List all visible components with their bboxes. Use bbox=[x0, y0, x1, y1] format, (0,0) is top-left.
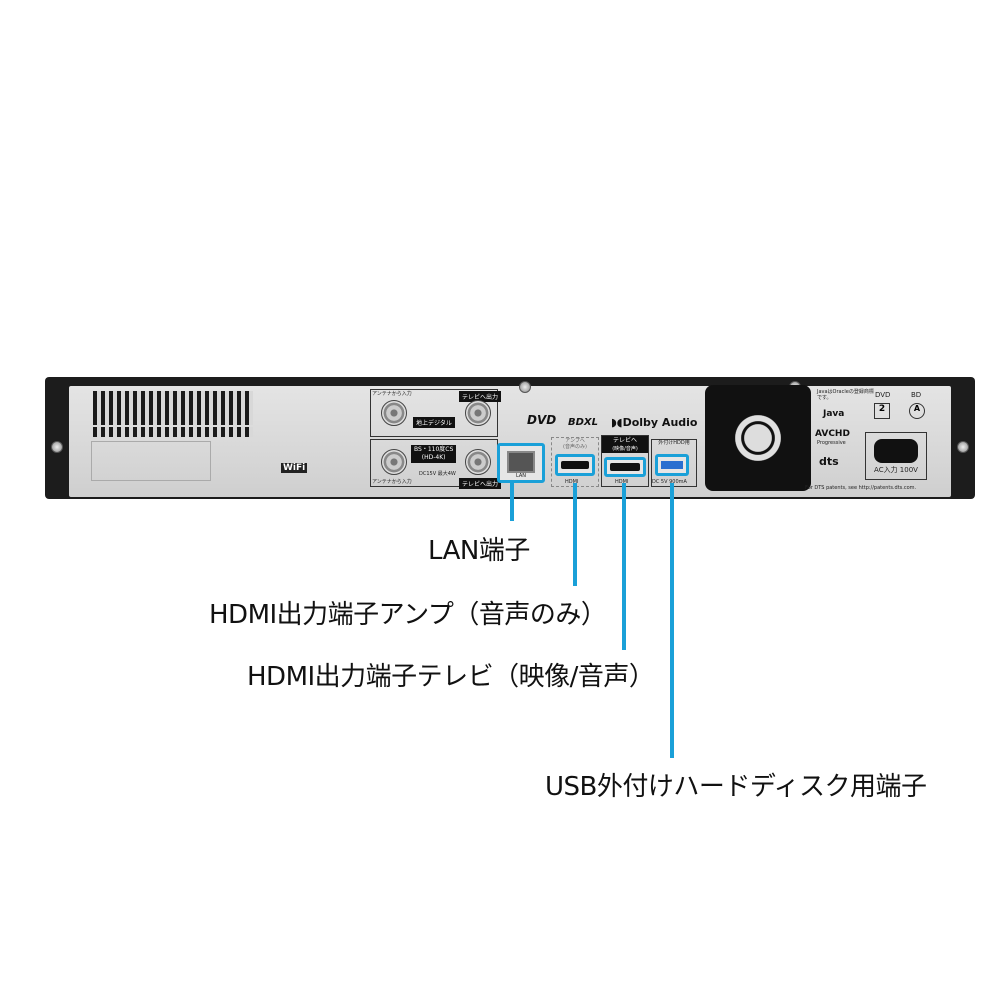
dvd-logo: DVD bbox=[527, 413, 557, 427]
avchd-logo: AVCHD bbox=[815, 429, 850, 439]
screw-icon bbox=[519, 381, 531, 393]
dolby-text: Dolby Audio bbox=[622, 416, 698, 429]
dts-note: For DTS patents, see http://patents.dts.… bbox=[805, 485, 917, 491]
dolby-logo: ◗◖Dolby Audio bbox=[611, 416, 698, 429]
region-dvd-label: DVD bbox=[875, 391, 891, 399]
lan-port-icon bbox=[507, 451, 535, 473]
usb-frame: 外付けHDD用 bbox=[651, 439, 697, 487]
hdmi-tv-callout-label: HDMI出力端子テレビ（映像/音声） bbox=[247, 662, 655, 692]
power-note-2: 最大4W bbox=[437, 471, 456, 477]
antenna-in-label: アンテナから入力 bbox=[372, 391, 412, 397]
hdmi-tv-label: テレビへ bbox=[602, 436, 648, 445]
hdmi-amp-callout-label: HDMI出力端子アンプ（音声のみ） bbox=[209, 600, 607, 630]
hdmi-amp-text: HDMI bbox=[565, 479, 579, 485]
power-inlet-icon bbox=[874, 439, 918, 463]
power-note-1: DC15V bbox=[419, 471, 437, 477]
antenna-in-label-2: アンテナから入力 bbox=[372, 479, 412, 485]
coax-connector-icon bbox=[465, 449, 491, 475]
hdmi-tv-text: HDMI bbox=[615, 479, 629, 485]
vent-grille bbox=[93, 427, 253, 437]
vent-grille bbox=[93, 391, 253, 425]
antenna-out-label: テレビへ出力 bbox=[459, 391, 502, 402]
antenna-out-label-2: テレビへ出力 bbox=[459, 478, 502, 489]
avchd-sub: Progressive bbox=[817, 440, 846, 446]
wifi-logo: WiFi bbox=[281, 463, 308, 473]
terrestrial-label: 地上デジタル bbox=[413, 417, 455, 428]
coax-connector-icon bbox=[465, 400, 491, 426]
hdmi-port-icon bbox=[561, 461, 589, 469]
hdmi-amp-callout-line bbox=[573, 483, 577, 586]
satellite-text: BS・110度CS bbox=[414, 446, 454, 453]
java-note: JavaはOracleの登録商標です。 bbox=[817, 389, 874, 401]
lan-port-label: LAN bbox=[515, 473, 527, 479]
power-inlet-frame: AC入力 100V bbox=[865, 432, 927, 480]
coax-connector-icon bbox=[381, 400, 407, 426]
usb-port[interactable] bbox=[655, 454, 689, 476]
hdmi-port-icon bbox=[610, 463, 640, 471]
region-bd-label: BD bbox=[911, 391, 922, 399]
usb-callout-line bbox=[670, 483, 674, 758]
screw-icon bbox=[957, 441, 969, 453]
recorder-rear-panel: WiFi アンテナから入力 テレビへ出力 地上デジタル BS・110度CS(HD… bbox=[45, 377, 975, 499]
label-area bbox=[91, 441, 211, 481]
usb-port-icon bbox=[661, 461, 683, 469]
power-note: DC15V 最大4W bbox=[419, 471, 456, 477]
lan-callout-line bbox=[510, 483, 514, 521]
satellite-sub: (HD-4K) bbox=[421, 454, 446, 461]
lan-callout-label: LAN端子 bbox=[428, 536, 530, 566]
antenna-block-top bbox=[370, 389, 498, 437]
hdmi-tv-port[interactable] bbox=[604, 457, 646, 477]
fan-icon bbox=[705, 385, 811, 491]
hdmi-tv-sub: (映像/音声) bbox=[602, 445, 648, 453]
hdmi-amp-sub: (音声のみ) bbox=[563, 444, 587, 450]
ac-label: AC入力 100V bbox=[874, 466, 918, 474]
region-dvd-icon: 2 bbox=[874, 403, 890, 419]
usb-label: 外付けHDD用 bbox=[658, 440, 690, 446]
coax-connector-icon bbox=[381, 449, 407, 475]
hdmi-amp-port[interactable] bbox=[555, 454, 595, 476]
bdxl-logo: BDXL bbox=[568, 417, 599, 428]
hdmi-tv-callout-line bbox=[622, 483, 626, 650]
hdmi-amp-label: アンプへ bbox=[565, 438, 585, 444]
region-bd-icon: A bbox=[909, 403, 925, 419]
satellite-label: BS・110度CS(HD-4K) bbox=[411, 445, 457, 463]
dts-logo: dts bbox=[819, 455, 839, 468]
usb-power-label: DC 5V 900mA bbox=[652, 479, 687, 485]
lan-port[interactable]: LAN bbox=[497, 443, 545, 483]
java-logo: Java bbox=[823, 409, 845, 419]
usb-callout-label: USB外付けハードディスク用端子 bbox=[545, 772, 927, 802]
screw-icon bbox=[51, 441, 63, 453]
